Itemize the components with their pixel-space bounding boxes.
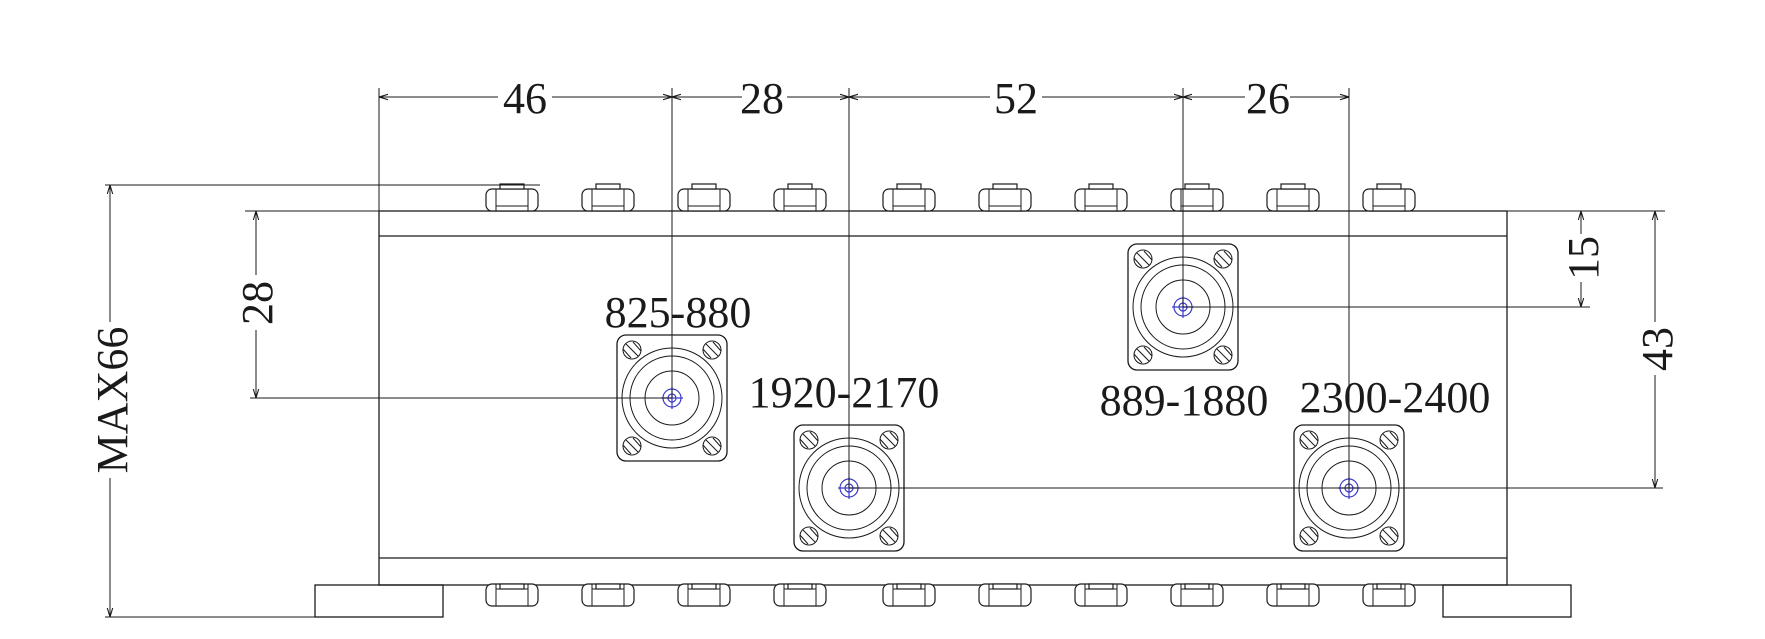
dim-top-52: 52 xyxy=(994,74,1038,123)
left-dimensions: MAX66 28 xyxy=(88,185,282,617)
dim-top-28: 28 xyxy=(740,74,784,123)
label-825-880: 825-880 xyxy=(605,288,752,337)
dim-top-46: 46 xyxy=(503,74,547,123)
dim-port-height: 28 xyxy=(233,281,282,325)
tuning-nut xyxy=(1266,583,1320,607)
tuning-nut xyxy=(1170,583,1224,607)
tuning-nut xyxy=(677,583,731,607)
tuning-nut xyxy=(1074,183,1128,212)
leader-lines xyxy=(105,88,1665,618)
tuning-nut xyxy=(485,183,539,212)
tuning-nut xyxy=(1362,583,1416,607)
connector-labels: 825-880 1920-2170 889-1880 2300-2400 xyxy=(605,288,1491,425)
tuning-nut xyxy=(581,183,635,212)
label-2300-2400: 2300-2400 xyxy=(1300,373,1491,422)
top-dimensions: 46 28 52 26 xyxy=(379,74,1349,123)
tuning-nut xyxy=(978,183,1032,212)
tuning-nut xyxy=(1266,183,1320,212)
dim-overall-height: MAX66 xyxy=(88,327,137,474)
dim-top-26: 26 xyxy=(1246,74,1290,123)
tuning-nut xyxy=(1074,583,1128,607)
tuning-nut xyxy=(1362,183,1416,212)
label-1920-2170: 1920-2170 xyxy=(749,368,940,417)
dim-lower-43: 43 xyxy=(1633,327,1682,371)
dim-upper-15: 15 xyxy=(1559,236,1608,280)
right-dimensions: 15 43 xyxy=(1559,211,1682,488)
housing xyxy=(314,210,1572,618)
mounting-foot-right xyxy=(1442,584,1572,618)
tuning-nut xyxy=(773,583,827,607)
tuning-nut xyxy=(1170,183,1224,212)
tuning-nut xyxy=(882,583,936,607)
tuning-nut xyxy=(581,583,635,607)
mounting-foot-left xyxy=(314,584,444,618)
label-889-1880: 889-1880 xyxy=(1100,376,1269,425)
tuning-nut xyxy=(677,183,731,212)
tuning-nut xyxy=(882,183,936,212)
tuning-nuts-top xyxy=(485,183,1416,212)
tuning-nut xyxy=(978,583,1032,607)
tuning-nut xyxy=(773,183,827,212)
tuning-nut xyxy=(485,583,539,607)
tuning-nuts-bottom xyxy=(485,583,1416,607)
